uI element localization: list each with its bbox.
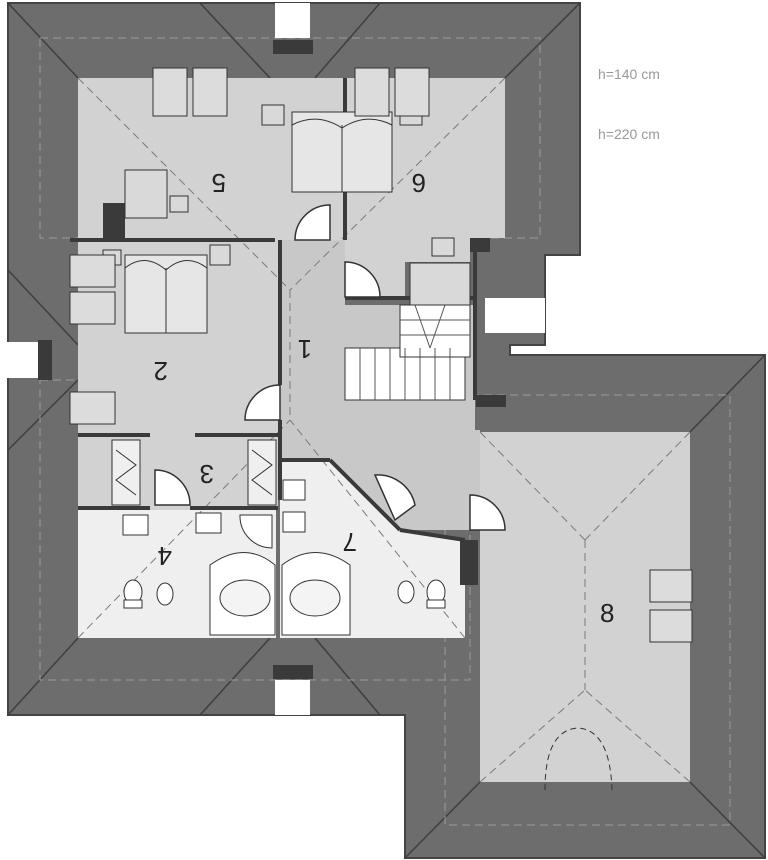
room-label-8: 8 — [600, 598, 614, 628]
room-label-4: 4 — [158, 541, 172, 571]
room-label-5: 5 — [212, 168, 226, 198]
furniture — [69, 67, 693, 791]
roof-openings — [3, 3, 545, 715]
room-label-7: 7 — [343, 527, 357, 557]
staircase — [344, 304, 471, 401]
room-label-1: 1 — [298, 334, 312, 364]
height-note-high: h=220 cm — [598, 126, 660, 142]
room-label-2: 2 — [154, 356, 168, 386]
wall-blocks — [38, 40, 506, 679]
room-label-6: 6 — [412, 168, 426, 198]
height-note-low: h=140 cm — [598, 66, 660, 82]
doors — [154, 204, 506, 531]
room-label-3: 3 — [200, 459, 214, 489]
